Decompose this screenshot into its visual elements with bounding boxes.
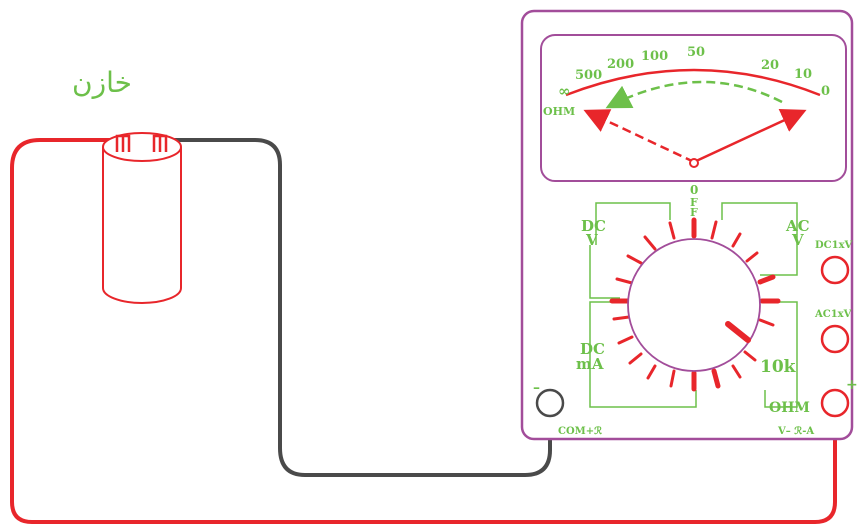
range-brackets xyxy=(589,202,798,408)
off-label-o: 0 xyxy=(690,183,698,197)
off-label-f: F xyxy=(690,196,698,209)
acv-label-bottom: V xyxy=(791,231,804,249)
needle-left xyxy=(583,109,695,164)
red-wire xyxy=(10,138,837,524)
acv-label-top: AC xyxy=(785,217,810,235)
scale-tick-500: 500 xyxy=(575,68,602,83)
capacitor-label: خازن xyxy=(72,66,132,99)
dc1xv-jack[interactable] xyxy=(820,255,850,285)
scale-tick-50: 50 xyxy=(687,45,705,60)
scale-tick-100: 100 xyxy=(641,49,668,64)
knob-pointer xyxy=(725,321,751,343)
scale-arc xyxy=(565,68,821,97)
ac1xv-jack[interactable] xyxy=(820,324,850,354)
ac1xv-label: AC1xV xyxy=(814,309,852,320)
vohm-label: V– ℛ-A xyxy=(777,425,814,437)
vohm-jack[interactable] xyxy=(820,388,850,418)
dcma-label-top: DC xyxy=(580,340,605,358)
minus-sign: – xyxy=(533,380,540,396)
dcv-label-top: DC xyxy=(581,217,606,235)
com-jack[interactable] xyxy=(535,388,565,418)
dcma-label-bottom: mA xyxy=(576,355,604,373)
needle-pivot xyxy=(689,158,699,168)
capacitor xyxy=(102,132,182,304)
black-wire xyxy=(160,138,552,477)
dc1xv-label: DC1xV xyxy=(815,240,853,251)
plus-sign: + xyxy=(846,377,858,393)
scale-tick-10: 10 xyxy=(794,67,812,82)
scale-unit-label: OHM xyxy=(543,105,575,118)
scale-tick-inf: ∞ xyxy=(558,82,571,100)
com-label: COM+ℛ xyxy=(558,425,602,437)
ohm-range-label: OHM xyxy=(769,400,810,416)
scale-tick-0: 0 xyxy=(821,84,830,99)
scale-tick-20: 20 xyxy=(761,58,779,73)
needle-right xyxy=(693,109,807,164)
off-label-f2: F xyxy=(690,206,698,219)
meter-display xyxy=(540,34,847,182)
dcv-label-bottom: V xyxy=(585,231,598,249)
scale-tick-200: 200 xyxy=(607,57,634,72)
selector-ticks xyxy=(609,217,781,392)
deflection-arrow xyxy=(605,80,783,109)
selected-range-label: 10k xyxy=(760,357,797,377)
range-selector-knob[interactable] xyxy=(627,238,761,372)
